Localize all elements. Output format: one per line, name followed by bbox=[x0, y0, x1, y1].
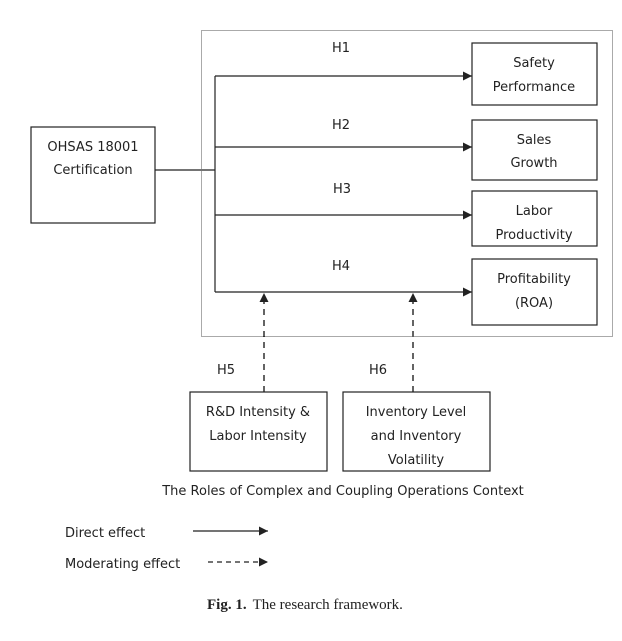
outcome-label: (ROA) bbox=[515, 296, 553, 311]
legend-direct-label: Direct effect bbox=[65, 526, 145, 541]
caption-text: The research framework. bbox=[253, 597, 403, 613]
sales-growth-box: Sales Growth bbox=[471, 119, 598, 181]
caption-prefix: Fig. 1. bbox=[207, 597, 247, 613]
label-h3: H3 bbox=[333, 182, 351, 197]
label-h6: H6 bbox=[369, 363, 387, 378]
outcome-label: Productivity bbox=[495, 228, 572, 243]
label-h1: H1 bbox=[332, 41, 350, 56]
moderator-label: Inventory Level bbox=[366, 405, 467, 420]
outcome-label: Growth bbox=[510, 156, 557, 171]
outcome-label: Performance bbox=[493, 80, 575, 95]
legend: Direct effect Moderating effect bbox=[65, 526, 268, 572]
label-h4: H4 bbox=[332, 259, 350, 274]
legend-moderating-label: Moderating effect bbox=[65, 557, 180, 572]
moderator-label: R&D Intensity & bbox=[206, 405, 310, 420]
context-label: The Roles of Complex and Coupling Operat… bbox=[161, 484, 524, 499]
figure-caption: Fig. 1. The research framework. bbox=[207, 597, 403, 613]
moderator-label: and Inventory bbox=[371, 429, 462, 444]
moderator-label: Labor Intensity bbox=[209, 429, 307, 444]
outcome-label: Labor bbox=[516, 204, 553, 219]
label-h2: H2 bbox=[332, 118, 350, 133]
safety-performance-box: Safety Performance bbox=[471, 42, 598, 106]
scope-boundary bbox=[201, 30, 613, 337]
ohsas-certification-box: OHSAS 18001 Certification bbox=[30, 126, 156, 224]
rd-labor-intensity-box: R&D Intensity & Labor Intensity bbox=[189, 391, 328, 472]
ohsas-label-line2: Certification bbox=[53, 163, 132, 178]
label-h5: H5 bbox=[217, 363, 235, 378]
outcome-label: Profitability bbox=[497, 272, 571, 287]
outcome-label: Safety bbox=[513, 56, 555, 71]
outcome-label: Sales bbox=[517, 133, 552, 148]
labor-productivity-box: Labor Productivity bbox=[471, 190, 598, 247]
moderator-label: Volatility bbox=[388, 453, 444, 468]
profitability-roa-box: Profitability (ROA) bbox=[471, 258, 598, 326]
inventory-level-volatility-box: Inventory Level and Inventory Volatility bbox=[342, 391, 491, 472]
ohsas-label-line1: OHSAS 18001 bbox=[47, 140, 138, 155]
